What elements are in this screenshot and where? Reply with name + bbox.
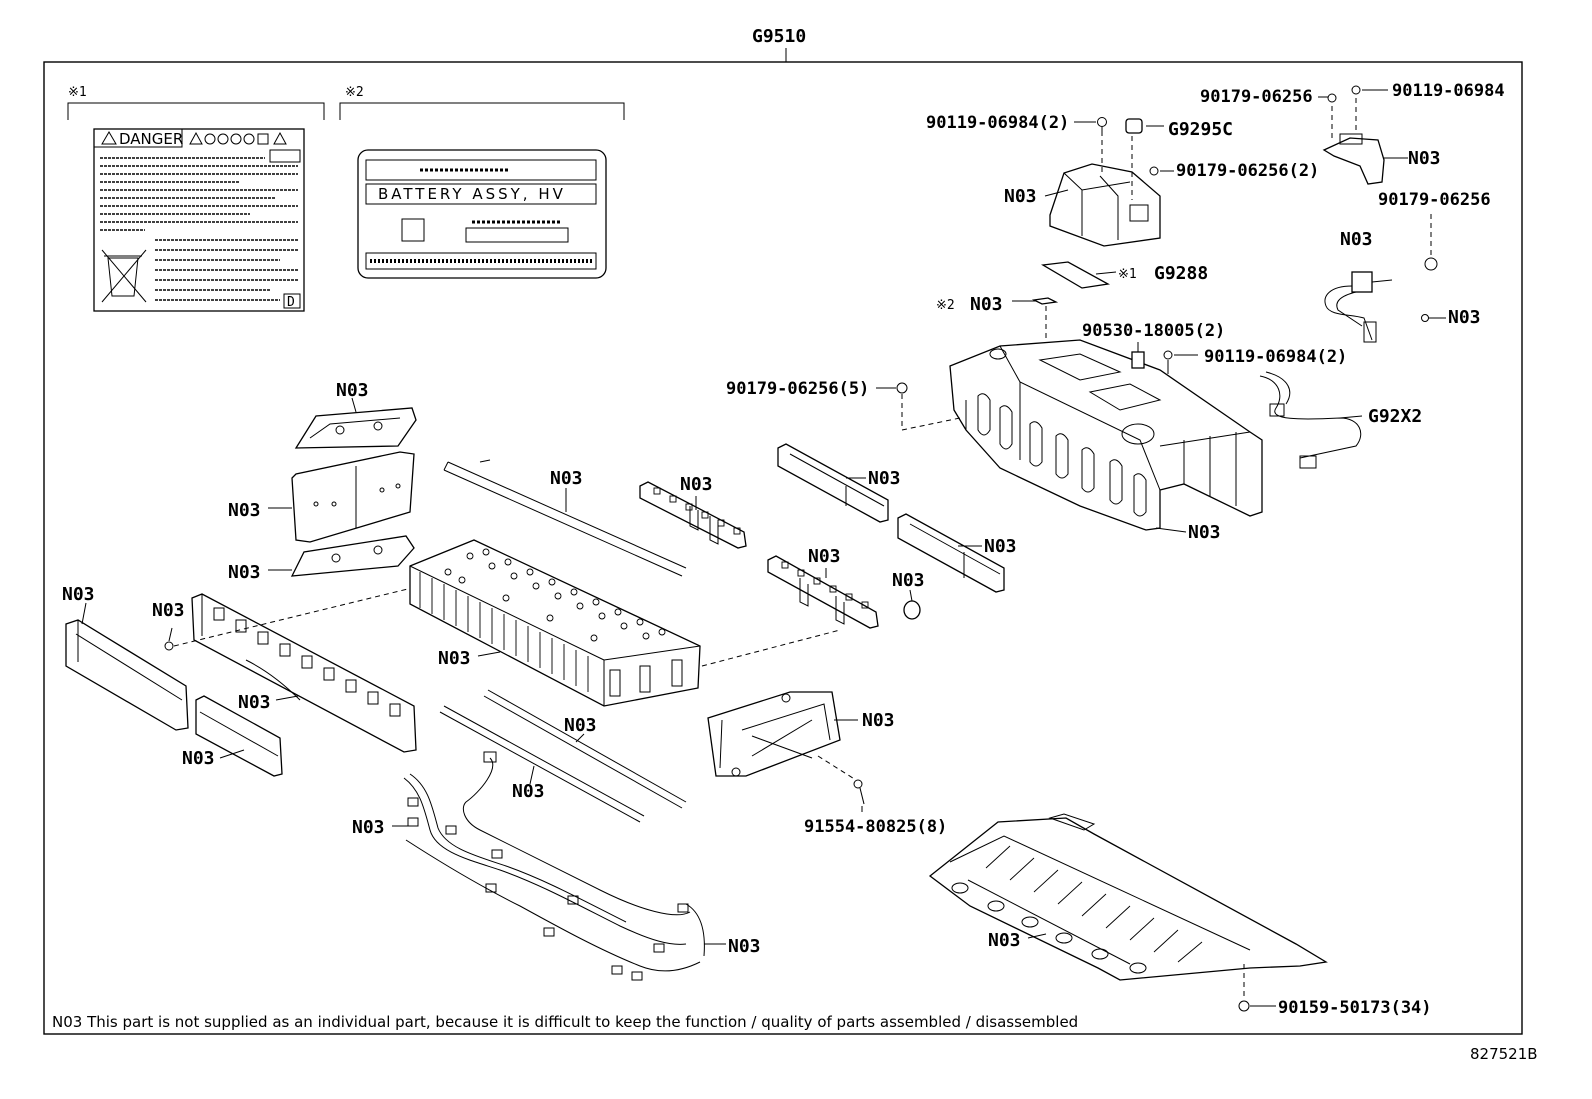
callout-90119-06984-top: 90119-06984 — [1392, 81, 1505, 101]
wire-harness-g92x2 — [1259, 371, 1363, 469]
callout-n03-rod-upper: N03 — [550, 468, 583, 489]
diagram-frame — [43, 61, 1523, 1035]
battery-label-group: ※2 BATTERY ASSY, HV — [339, 85, 625, 279]
callout-n03-rod-lower: N03 — [512, 781, 545, 802]
callout-90119-06984-2-mid: 90119-06984(2) — [1204, 347, 1347, 367]
callout-n03-harness: N03 — [352, 817, 385, 838]
callout-n03-junction: N03 — [1004, 186, 1037, 207]
callout-n03-frame-lower: N03 — [228, 562, 261, 583]
danger-label-group: ※1 DANGER — [67, 85, 325, 312]
callout-n03-bracket-lower: N03 — [984, 536, 1017, 557]
bracket-upper-right — [777, 443, 889, 523]
callout-91554-80825-8: 91554-80825(8) — [804, 817, 947, 837]
junction-block — [1044, 163, 1161, 247]
battery-carrier-tray — [876, 339, 1263, 533]
bracket-lower-right — [897, 513, 1005, 593]
battery-assy-text: BATTERY ASSY, HV — [378, 185, 566, 203]
end-plate — [268, 451, 415, 543]
under-cover — [928, 813, 1328, 1012]
callout-n03-terminal-lower: N03 — [808, 546, 841, 567]
label-1-marker: ※1 — [68, 85, 87, 100]
callout-n03-collar: N03 — [892, 570, 925, 591]
callout-n03-harness-right: N03 — [728, 936, 761, 957]
recycle-bin-icon — [101, 249, 147, 303]
side-cover-lower — [195, 695, 283, 777]
callout-n03-bracket: N03 — [1408, 148, 1441, 169]
footnote: N03 This part is not supplied as an indi… — [52, 1013, 1078, 1031]
callout-n03-terminal-upper: N03 — [680, 474, 713, 495]
end-plate-lower-frame — [268, 535, 415, 577]
label-2-marker: ※2 — [345, 85, 364, 100]
callout-n03-rod-right: N03 — [564, 715, 597, 736]
danger-text: DANGER — [119, 130, 183, 148]
callout-g9288: G9288 — [1154, 263, 1208, 284]
figure-id: 827521B — [1470, 1045, 1538, 1063]
callout-n03-frame-upper: N03 — [336, 380, 369, 401]
label-1-corner: D — [287, 295, 295, 310]
callout-90179-06256-right: 90179-06256 — [1378, 190, 1491, 210]
callouts: 90119-06984(2) G9295C 90179-06256 90119-… — [62, 81, 1505, 1018]
group-code: G9510 — [752, 26, 806, 47]
callout-mark-2: ※2 — [936, 298, 955, 313]
restraint-rods — [439, 459, 687, 823]
callout-n03-case-bracket: N03 — [862, 710, 895, 731]
callout-90179-06256-top: 90179-06256 — [1200, 87, 1313, 107]
callout-n03-nut: N03 — [1448, 307, 1481, 328]
callout-n03-relay: N03 — [1340, 229, 1373, 250]
callout-n03-end-plate: N03 — [228, 500, 261, 521]
lower-case-bracket — [707, 691, 865, 812]
wire-harness-lower — [392, 751, 726, 981]
hazard-icons — [189, 131, 287, 145]
terminal-plate-lower — [767, 555, 879, 629]
callout-90179-06256-5: 90179-06256(5) — [726, 379, 869, 399]
callout-90179-06256-2: 90179-06256(2) — [1176, 161, 1319, 181]
upper-fasteners — [1074, 85, 1388, 200]
callout-g92x2: G92X2 — [1368, 406, 1422, 427]
callout-n03-side-lower: N03 — [182, 748, 215, 769]
bus-bar-module-left — [164, 593, 417, 753]
callout-n03-bracket-upper: N03 — [868, 468, 901, 489]
callout-n03-tray: N03 — [1188, 522, 1221, 543]
end-plate-upper-frame — [294, 397, 417, 449]
callout-90159-50173-34: 90159-50173(34) — [1278, 998, 1432, 1018]
callout-n03-sheet: N03 — [970, 294, 1003, 315]
callout-90119-06984-2-top: 90119-06984(2) — [926, 113, 1069, 133]
callout-n03-module: N03 — [438, 648, 471, 669]
terminal-plate-upper — [639, 481, 747, 549]
side-cover-left — [65, 602, 189, 731]
callout-g9295c: G9295C — [1168, 119, 1233, 140]
callout-mark-1: ※1 — [1118, 267, 1137, 282]
relay-connector-icon — [1324, 214, 1446, 343]
warning-triangle-icon — [101, 131, 117, 145]
callout-90530-18005-2: 90530-18005(2) — [1082, 321, 1225, 341]
callout-n03-under-cover: N03 — [988, 930, 1021, 951]
callout-n03-nut-left: N03 — [152, 600, 185, 621]
callout-n03-bus-bar: N03 — [238, 692, 271, 713]
callout-n03-side-cover: N03 — [62, 584, 95, 605]
battery-module-stack — [409, 539, 701, 707]
service-plug-bracket-icon — [1322, 98, 1408, 185]
collar-nut-icon — [903, 589, 921, 620]
